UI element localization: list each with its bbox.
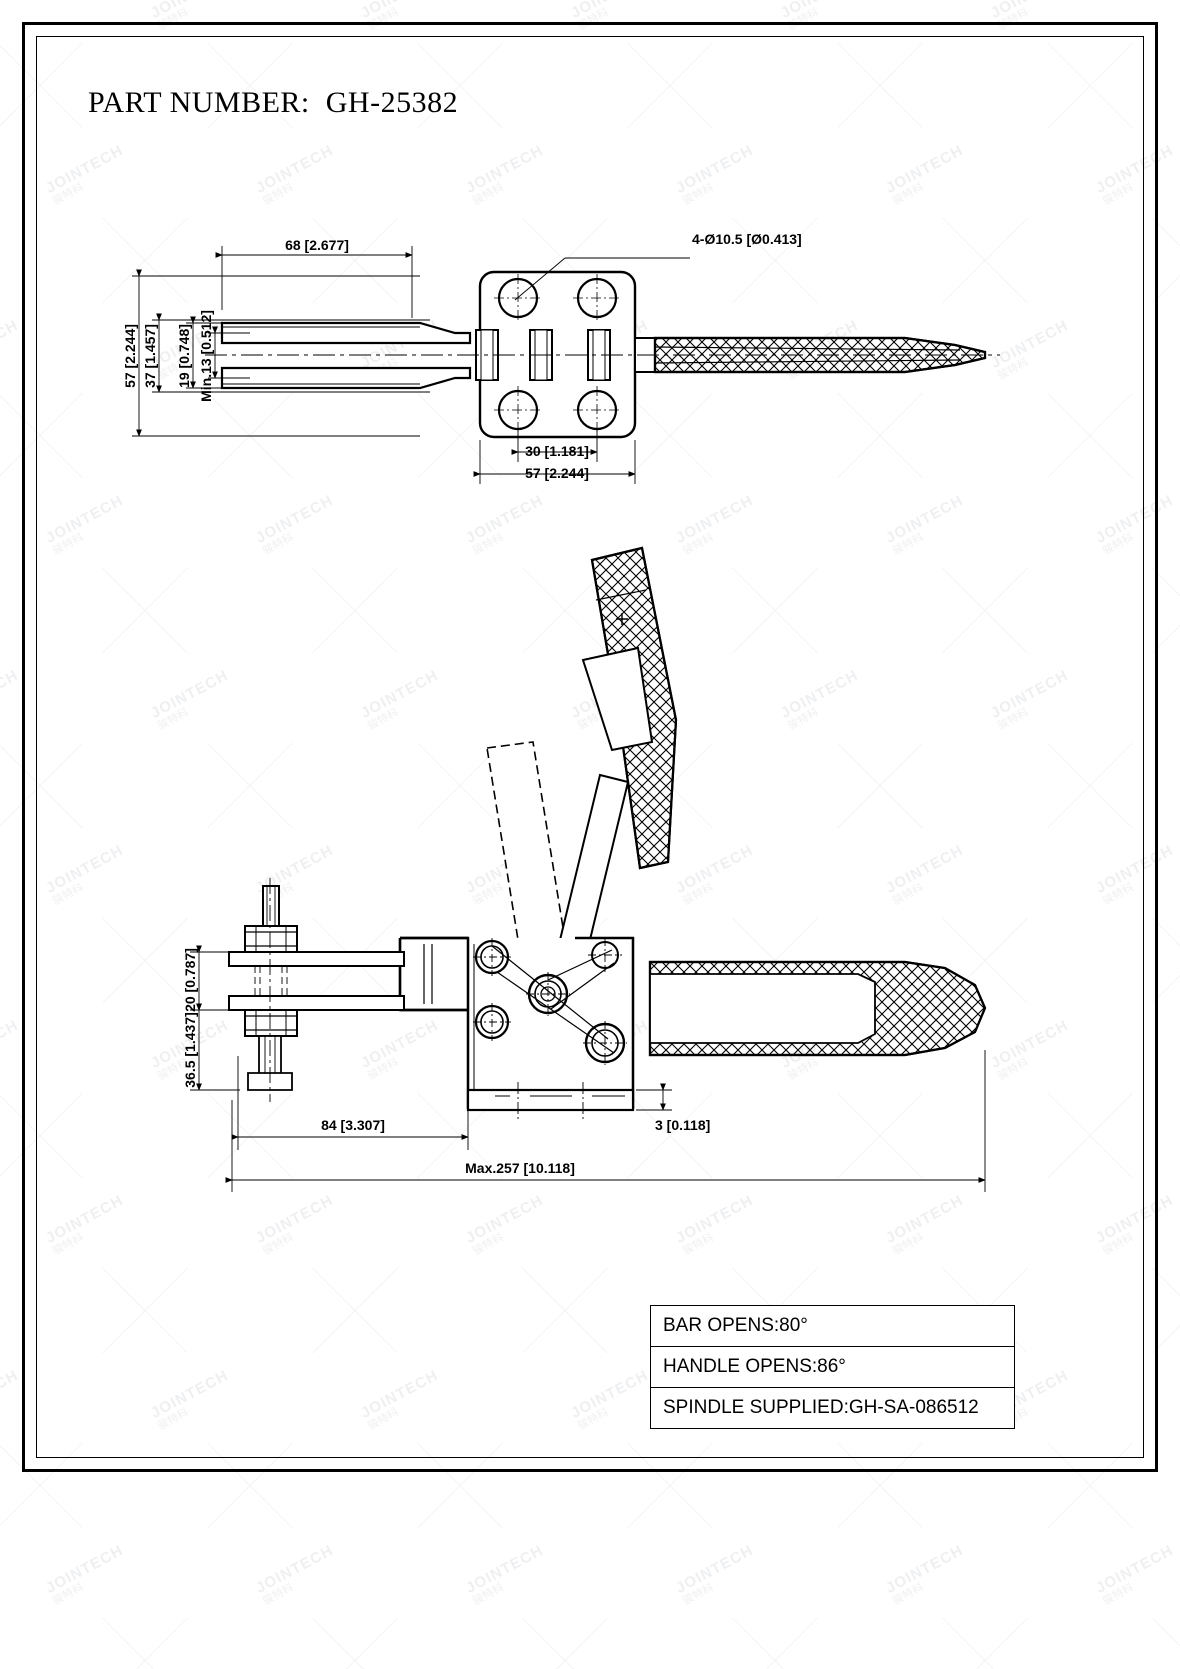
dim-30: 30 [1.181] xyxy=(525,443,589,459)
dim-max-257: Max.257 [10.118] xyxy=(465,1160,575,1176)
dim-20: 20 [0.787] xyxy=(182,948,198,1012)
dim-19: 19 [0.748] xyxy=(176,324,192,388)
dim-3: 3 [0.118] xyxy=(655,1117,710,1133)
dim-36-5: 36.5 [1.437] xyxy=(182,1012,198,1088)
dim-37: 37 [1.457] xyxy=(142,324,158,388)
border-outer xyxy=(22,22,1158,1472)
border-inner xyxy=(36,36,1144,1458)
page-title: PART NUMBER: GH-25382 xyxy=(88,86,459,119)
dim-holes: 4-Ø10.5 [Ø0.413] xyxy=(692,231,802,247)
dim-min13: Min.13 [0.512] xyxy=(198,310,214,402)
note-spindle-supplied: SPINDLE SUPPLIED:GH-SA-086512 xyxy=(663,1397,979,1418)
dim-68: 68 [2.677] xyxy=(285,237,349,253)
side-view-geometry xyxy=(228,546,987,1120)
dim-57-height: 57 [2.244] xyxy=(122,324,138,388)
top-view-geometry xyxy=(205,270,1000,439)
side-view-dimensions xyxy=(190,945,986,1192)
notes-table: BAR OPENS:80° HANDLE OPENS:86° SPINDLE S… xyxy=(650,1305,1015,1429)
note-bar-opens: BAR OPENS:80° xyxy=(651,1306,1014,1347)
top-view-dimensions xyxy=(132,246,690,484)
dim-84: 84 [3.307] xyxy=(321,1117,385,1133)
dim-57-base: 57 [2.244] xyxy=(525,465,589,481)
note-handle-opens: HANDLE OPENS:86° xyxy=(651,1347,1014,1388)
